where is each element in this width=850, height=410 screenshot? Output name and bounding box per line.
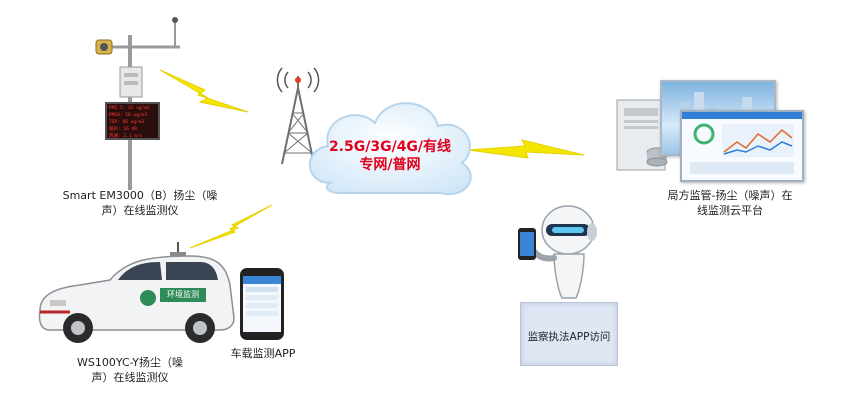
led-row: 噪声: 56 dB [109, 127, 137, 132]
law-app-box: 监察执法APP访问 [520, 302, 618, 366]
monitor-station-label: Smart EM3000（B）扬尘（噪 声）在线监测仪 [62, 189, 218, 217]
vehicle-app-phone [240, 268, 284, 340]
platform-screen-front [680, 110, 804, 182]
law-app-label: 监察执法APP访问 [527, 331, 611, 343]
network-line-1: 2.5G/3G/4G/有线 [328, 139, 452, 155]
server-icon [616, 99, 668, 171]
vehicle-label: WS100YC-Y扬尘（噪 声）在线监测仪 [76, 356, 184, 384]
network-cloud [308, 102, 472, 196]
led-row: 风速: 2.1 m/s [109, 134, 143, 139]
phone-screen [243, 276, 281, 332]
led-row: PM2.5: 32 ug/m3 [109, 106, 150, 111]
vehicle-app-label: 车载监测APP [230, 347, 296, 360]
monitoring-vehicle [38, 242, 235, 343]
led-row: PM10: 58 ug/m3 [109, 113, 147, 118]
network-label: 2.5G/3G/4G/有线 专网/普网 [305, 138, 475, 174]
led-row: TSP: 96 ug/m3 [109, 120, 145, 125]
robot-figure [518, 205, 597, 299]
network-line-2: 专网/普网 [359, 157, 421, 173]
station-led-display: PM2.5: 32 ug/m3 PM10: 58 ug/m3 TSP: 96 u… [105, 102, 160, 140]
vehicle-door-text: 环境监测 [160, 288, 206, 302]
cloud-platform-label: 局方监管-扬尘（噪声）在 线监测云平台 [667, 189, 793, 217]
signal-tower-icon [276, 67, 320, 165]
